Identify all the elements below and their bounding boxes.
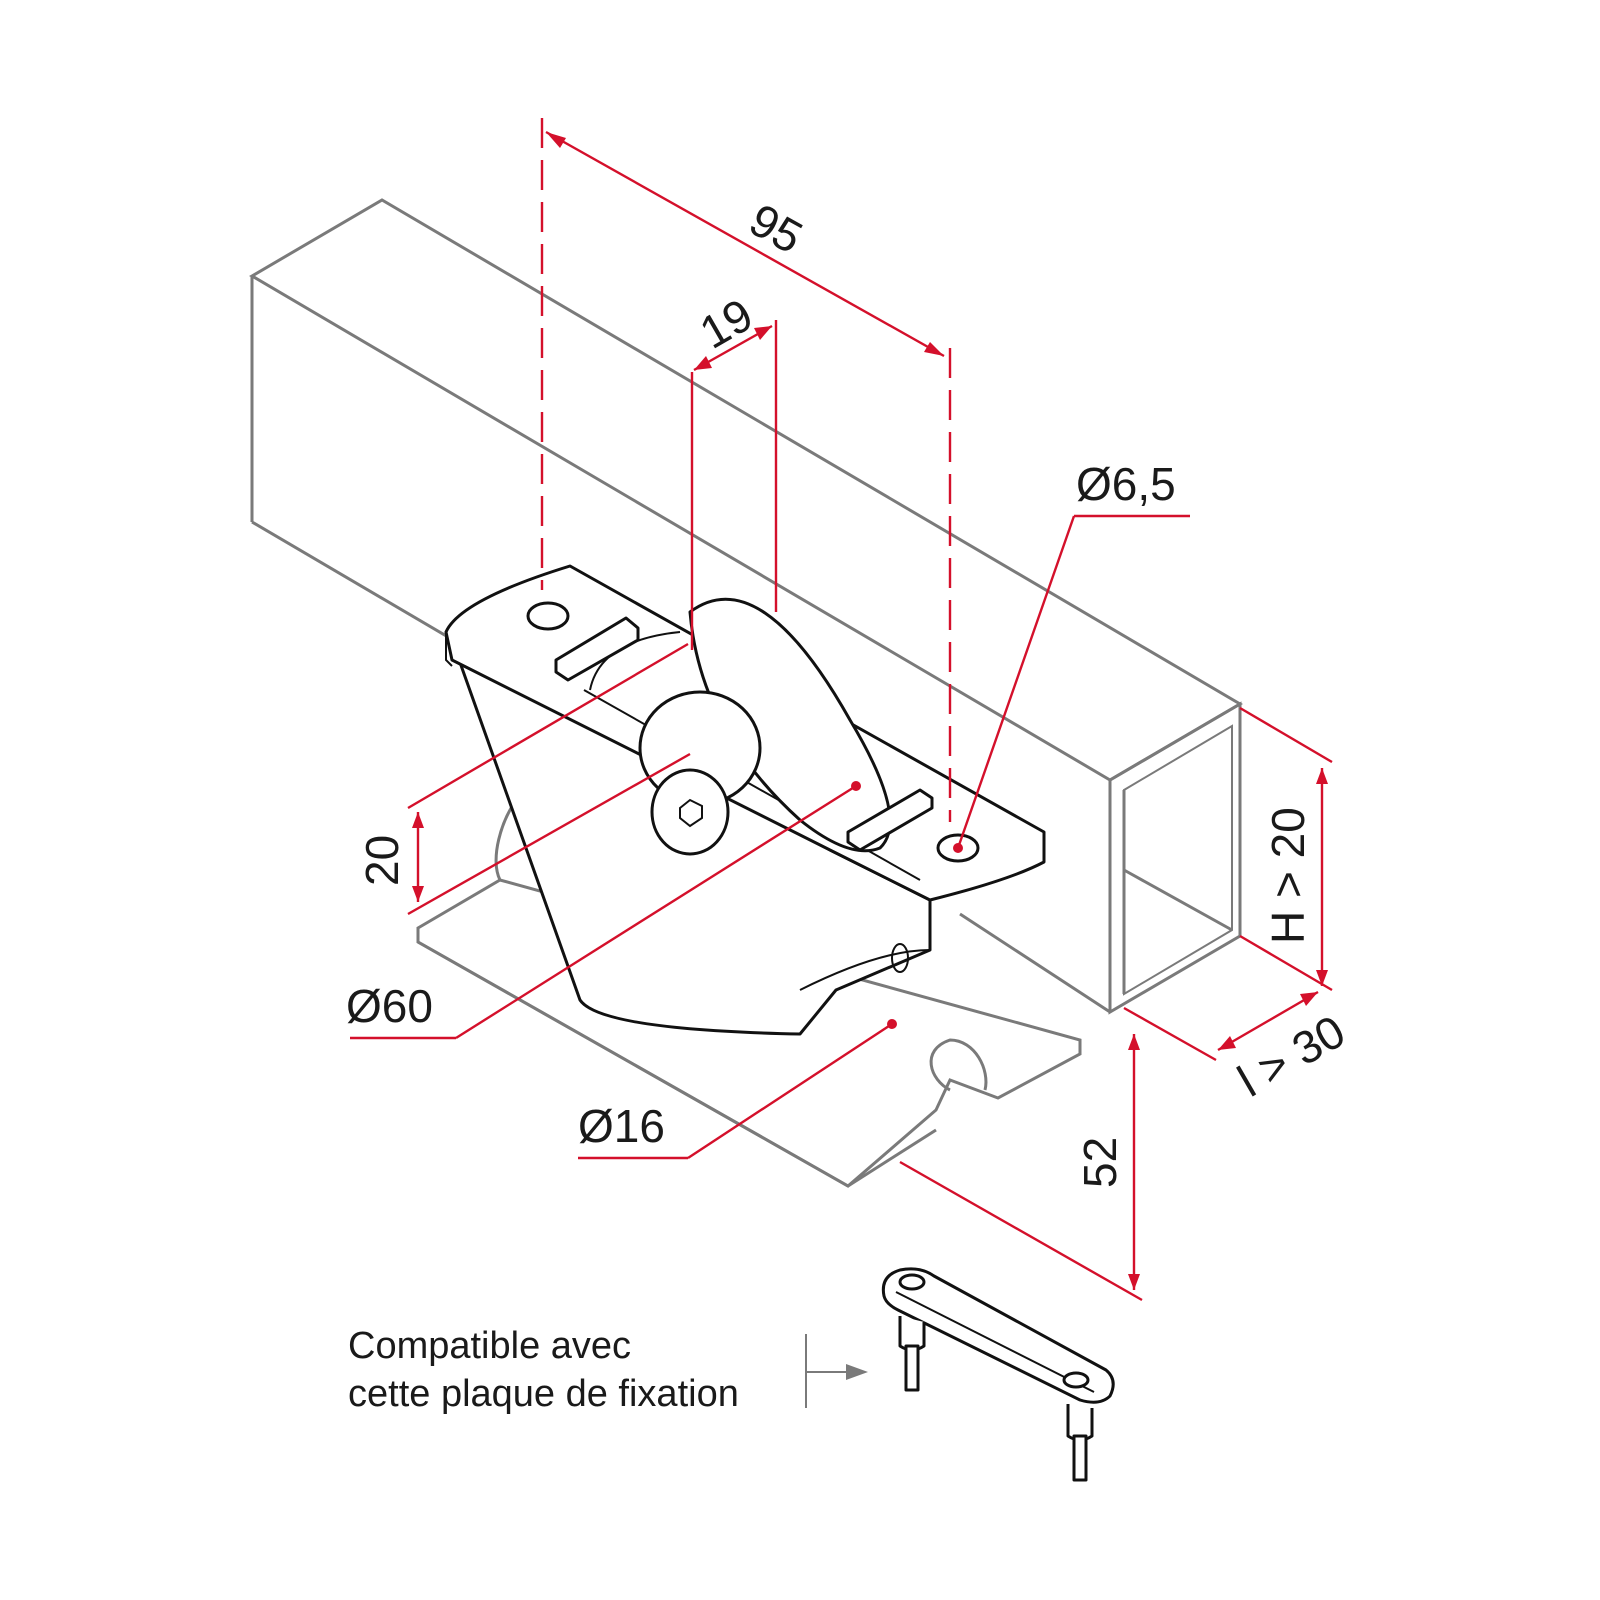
note-pointer: [805, 1334, 868, 1408]
mounting-plate: [881, 1267, 1115, 1482]
roller-bracket: [444, 564, 1046, 1036]
dimension-lines: [350, 118, 1333, 1302]
dim-20-label: 20: [356, 835, 408, 886]
dim-52-label: 52: [1074, 1137, 1126, 1188]
dim-95-label: 95: [741, 193, 811, 263]
compatibility-note-line2: cette plaque de fixation: [348, 1373, 739, 1415]
dim-hole-diameter-label: Ø6,5: [1076, 458, 1176, 510]
dim-rail-diameter-label: Ø16: [578, 1100, 665, 1152]
dim-19-label: 19: [691, 288, 761, 359]
compatibility-note-line1: Compatible avec: [348, 1325, 631, 1367]
dim-profile-height-label: H > 20: [1262, 807, 1314, 944]
dim-wheel-diameter-label: Ø60: [346, 980, 433, 1032]
dim-profile-width-label: l > 30: [1229, 1005, 1354, 1107]
